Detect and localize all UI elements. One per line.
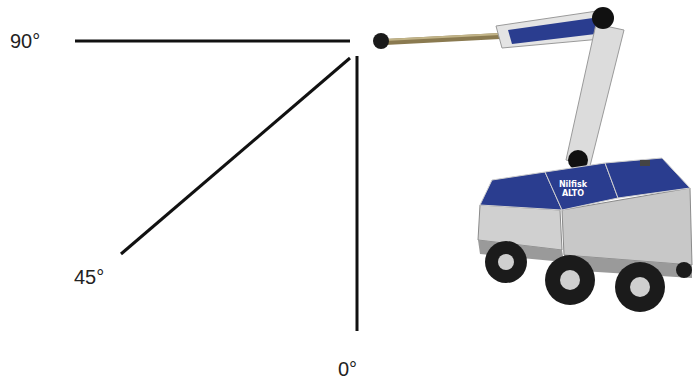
angle-label: 90° xyxy=(10,30,40,52)
angle-line-0 xyxy=(356,56,359,331)
angle-line-90 xyxy=(75,40,350,43)
angle-line-45 xyxy=(121,58,350,254)
brand-text: Nilfisk ALTO xyxy=(556,180,590,198)
angle-label: 0° xyxy=(338,358,357,380)
robot-illustration xyxy=(373,7,692,312)
angle-label: 45° xyxy=(74,266,104,288)
